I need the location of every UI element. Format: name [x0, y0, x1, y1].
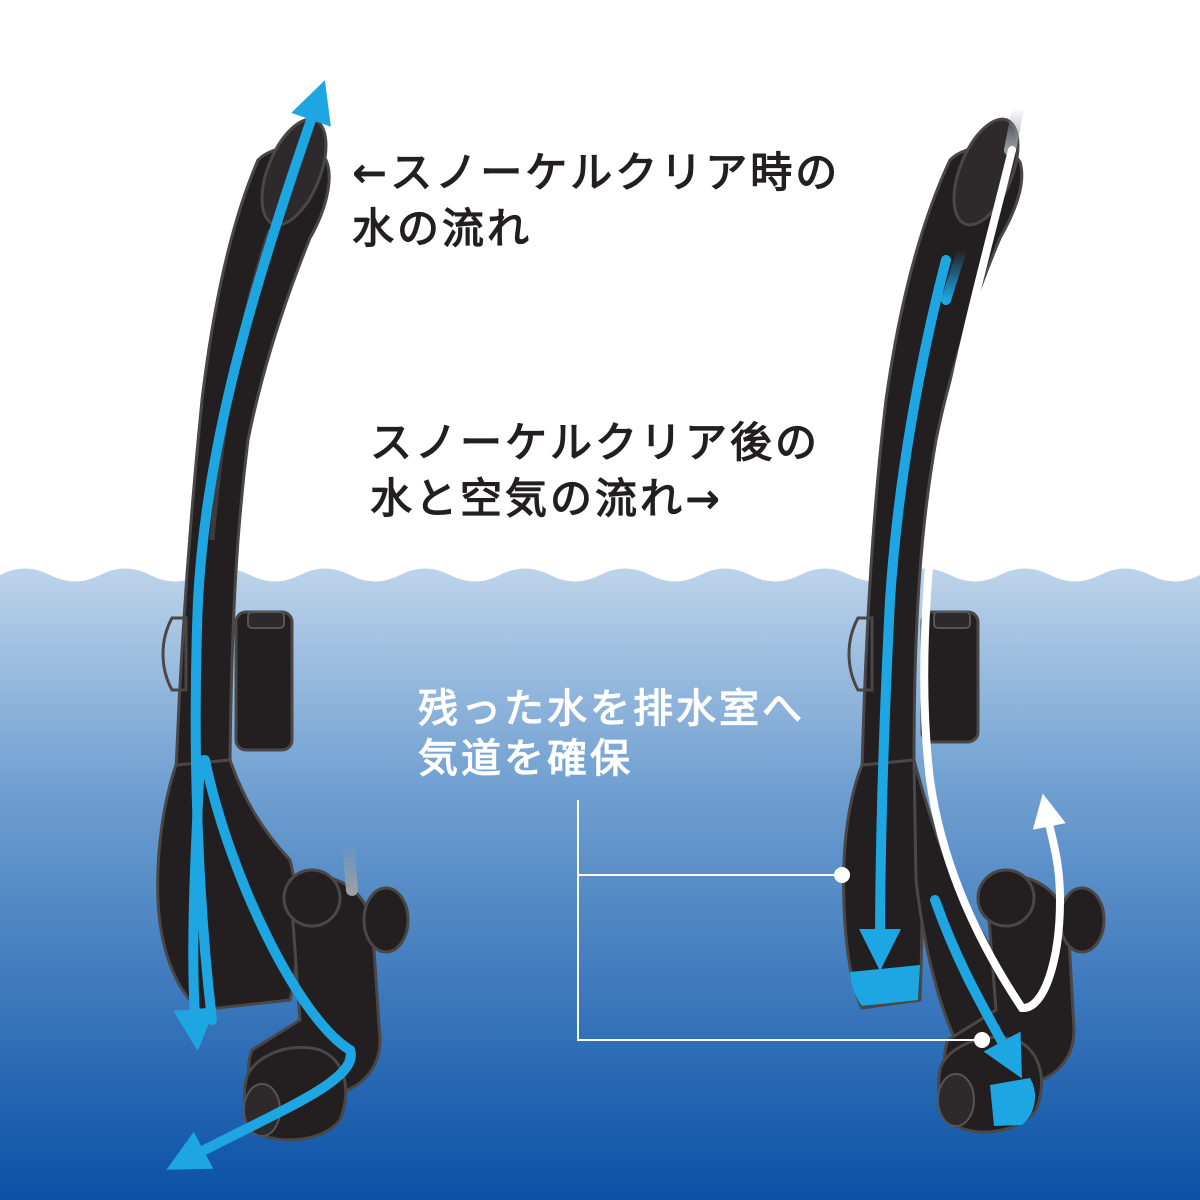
left-clip-slot	[247, 611, 285, 629]
right-air-flow-arrow	[920, 146, 1066, 1012]
right-purge-valve-water	[990, 1078, 1036, 1126]
right-mask-clip-ring	[847, 616, 874, 692]
left-mask-clip	[234, 610, 294, 752]
left-mouthpiece-flange	[362, 886, 410, 954]
right-water-flow-fade	[941, 245, 967, 305]
label-clear-during-line2: 水の流れ	[352, 204, 533, 253]
right-snorkel-top-opening	[952, 117, 1020, 227]
leader-line-airway	[577, 875, 982, 1041]
leader-lines	[577, 800, 990, 1048]
left-flow-arrow-up	[190, 80, 331, 1025]
right-snorkel-tube	[860, 145, 1024, 772]
right-water-flow-to-valve	[930, 895, 1022, 1079]
label-clear-after: スノーケルクリア後の 水と空気の流れ→	[370, 415, 820, 527]
right-mouthpiece-flange	[1058, 886, 1106, 954]
left-mouthpiece-bite	[282, 868, 342, 928]
right-clip-slot	[933, 611, 971, 629]
leader-dot-chamber	[834, 867, 850, 883]
label-drain-line2: 気道を確保	[418, 736, 633, 782]
right-purge-chamber-water	[850, 965, 920, 1006]
left-exhale-stub	[342, 836, 358, 896]
label-clear-during: ←スノーケルクリア時の 水の流れ	[352, 145, 840, 257]
right-mouthpiece-bite	[976, 868, 1036, 928]
label-drain: 残った水を排水室へ 気道を確保	[418, 684, 805, 784]
right-mask-clip	[920, 610, 980, 744]
right-water-flow-arrow	[859, 255, 951, 971]
left-flow-arrow-mouth	[166, 755, 356, 1170]
left-snorkel-tube	[174, 145, 331, 772]
right-top-stub	[1004, 102, 1024, 156]
label-clear-after-line2: 水と空気の流れ→	[370, 474, 724, 523]
label-clear-after-line1: スノーケルクリア後の	[370, 418, 821, 467]
label-drain-line1: 残った水を排水室へ	[418, 686, 805, 732]
right-purge-valve-face	[937, 1073, 975, 1127]
left-flow-arrow-down	[173, 755, 216, 1051]
label-clear-during-line1: ←スノーケルクリア時の	[352, 148, 841, 197]
leader-dot-airway	[974, 1032, 990, 1048]
left-mask-clip-ring	[161, 616, 188, 692]
left-water-flow	[166, 80, 356, 1170]
